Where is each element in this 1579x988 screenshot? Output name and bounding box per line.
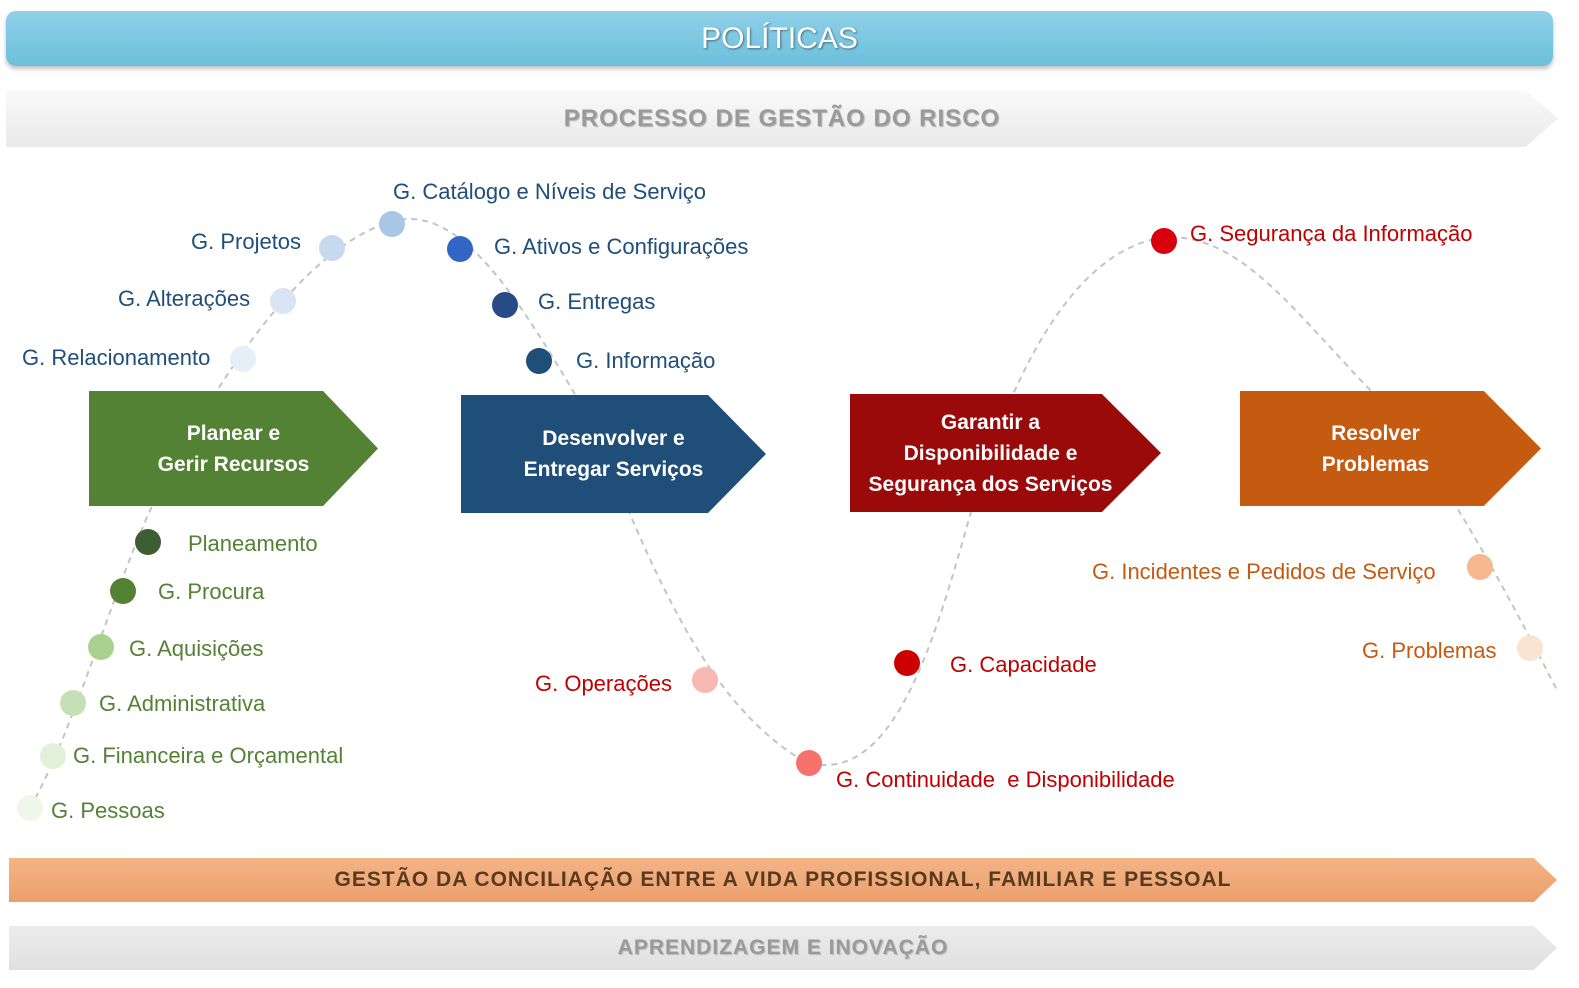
stage-line: Entregar Serviços bbox=[523, 458, 704, 481]
process-label-financeira: G. Financeira e Orçamental bbox=[73, 743, 344, 768]
process-label-capacidade: G. Capacidade bbox=[950, 652, 1097, 677]
stage-line: Planear e bbox=[186, 421, 281, 445]
process-label-catalogo: G. Catálogo e Níveis de Serviço bbox=[393, 179, 707, 204]
process-dot-capacidade bbox=[894, 650, 920, 676]
process-dot-relacionamento bbox=[230, 346, 256, 372]
process-dot-procura bbox=[110, 578, 136, 604]
conciliation-arrow: GESTÃO DA CONCILIAÇÃO ENTRE A VIDA PROFI… bbox=[9, 858, 1557, 902]
process-label-informacao: G. Informação bbox=[576, 348, 716, 373]
process-dot-planeamento bbox=[135, 529, 161, 555]
conciliation-label: GESTÃO DA CONCILIAÇÃO ENTRE A VIDA PROFI… bbox=[334, 868, 1232, 891]
process-label-projetos: G. Projetos bbox=[191, 229, 302, 254]
process-dot-seguranca bbox=[1151, 228, 1177, 254]
process-label-relacionamento: G. Relacionamento bbox=[22, 345, 211, 370]
process-dot-pessoas bbox=[17, 795, 43, 821]
process-dot-catalogo bbox=[379, 211, 405, 237]
stage-plan-manage-resources: Planear e Gerir Recursos bbox=[89, 391, 378, 506]
stage-line: Desenvolver e bbox=[542, 427, 685, 450]
stage-line: Problemas bbox=[1321, 452, 1430, 476]
learning-innovation-arrow: APRENDIZAGEM E INOVAÇÃO bbox=[9, 926, 1557, 970]
wave-path bbox=[29, 217, 1558, 809]
stage-line: Garantir a bbox=[940, 410, 1041, 434]
process-label-operacoes: G. Operações bbox=[535, 671, 672, 696]
stage-develop-deliver-services: Desenvolver e Entregar Serviços bbox=[461, 395, 766, 513]
process-label-ativos: G. Ativos e Configurações bbox=[494, 234, 749, 259]
process-dot-continuidade bbox=[796, 750, 822, 776]
process-label-problemas: G. Problemas bbox=[1362, 638, 1497, 663]
process-dot-financeira bbox=[40, 743, 66, 769]
process-dot-incidentes bbox=[1467, 554, 1493, 580]
process-dot-aquisicoes bbox=[88, 634, 114, 660]
process-label-procura: G. Procura bbox=[158, 579, 265, 604]
process-label-seguranca: G. Segurança da Informação bbox=[1190, 221, 1473, 246]
stage-line: Resolver bbox=[1331, 421, 1420, 445]
stage-line: Disponibilidade e bbox=[903, 441, 1078, 465]
process-dot-entregas bbox=[492, 292, 518, 318]
process-dot-projetos bbox=[319, 235, 345, 261]
process-dot-operacoes bbox=[692, 667, 718, 693]
stage-line: Segurança dos Serviços bbox=[868, 472, 1113, 496]
learning-innovation-label: APRENDIZAGEM E INOVAÇÃO bbox=[617, 936, 949, 959]
process-dot-informacao bbox=[526, 348, 552, 374]
stage-ensure-availability-security: Garantir a Disponibilidade e Segurança d… bbox=[850, 394, 1161, 512]
process-dot-alteracoes bbox=[270, 288, 296, 314]
process-label-administrativa: G. Administrativa bbox=[99, 691, 266, 716]
process-label-incidentes: G. Incidentes e Pedidos de Serviço bbox=[1092, 559, 1436, 584]
process-label-alteracoes: G. Alterações bbox=[118, 286, 251, 311]
policies-title: POLÍTICAS bbox=[701, 21, 858, 55]
process-label-continuidade: G. Continuidade e Disponibilidade bbox=[836, 767, 1175, 792]
risk-process-label: PROCESSO DE GESTÃO DO RISCO bbox=[563, 104, 1001, 132]
stage-resolve-problems: Resolver Problemas bbox=[1240, 391, 1541, 506]
process-label-aquisicoes: G. Aquisições bbox=[129, 636, 264, 661]
process-label-planeamento: Planeamento bbox=[188, 531, 318, 556]
policies-banner: POLÍTICAS bbox=[6, 11, 1553, 66]
process-label-entregas: G. Entregas bbox=[538, 289, 656, 314]
process-dot-ativos bbox=[447, 236, 473, 262]
stage-line: Gerir Recursos bbox=[157, 452, 310, 476]
process-dot-problemas bbox=[1517, 635, 1543, 661]
process-label-pessoas: G. Pessoas bbox=[51, 798, 165, 823]
risk-process-arrow: PROCESSO DE GESTÃO DO RISCO bbox=[6, 90, 1558, 147]
process-dot-administrativa bbox=[60, 690, 86, 716]
